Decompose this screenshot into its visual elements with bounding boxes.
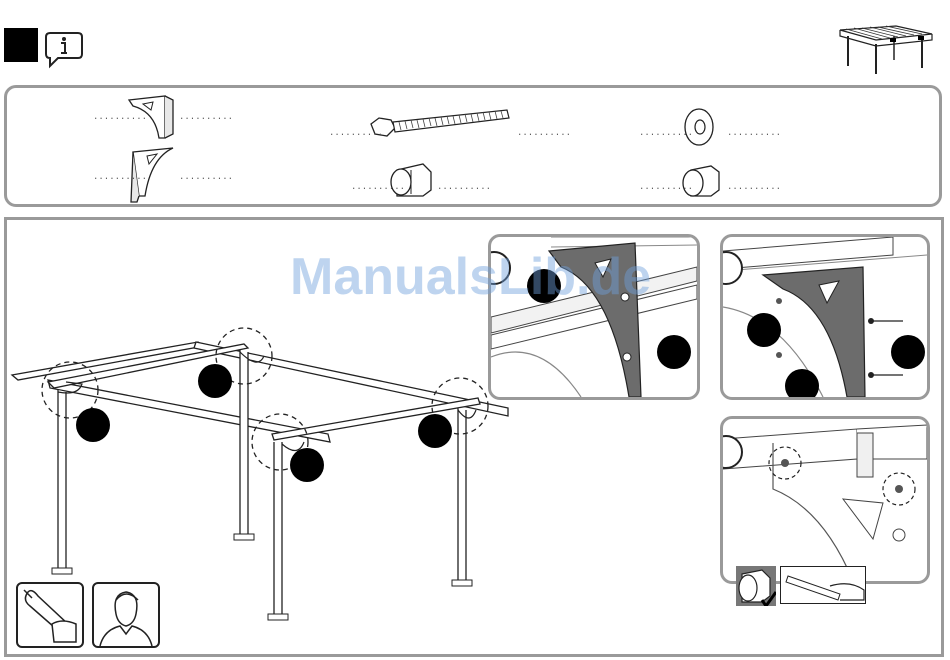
nut-small-part <box>679 162 723 200</box>
parts-panel: .......... .......... .......... .......… <box>4 85 942 207</box>
detail-nut-position <box>720 416 930 584</box>
bolt-reference-image <box>780 566 866 604</box>
callout-marker <box>76 408 110 442</box>
callout-marker <box>198 364 232 398</box>
callout-marker <box>418 414 452 448</box>
leader-dots: .......... <box>517 128 571 138</box>
washer-part <box>681 106 717 148</box>
callout-marker <box>891 335 925 369</box>
leader-dots: .......... <box>93 172 147 182</box>
detail-bracket-bolts <box>720 234 930 400</box>
leader-dots: .......... <box>639 128 693 138</box>
leader-dots: .......... <box>727 182 781 192</box>
leader-dots: .......... <box>179 172 233 182</box>
info-speech-bubble-icon <box>44 30 84 70</box>
step-number-square <box>4 28 38 62</box>
callout-marker <box>747 313 781 347</box>
leader-dots: .......... <box>93 112 147 122</box>
long-bolt-part <box>367 108 515 144</box>
leader-dots: .......... <box>639 182 693 192</box>
leader-dots: .......... <box>727 128 781 138</box>
callout-marker <box>657 335 691 369</box>
nut-large-part <box>387 160 435 200</box>
callout-marker <box>290 448 324 482</box>
pergola-thumbnail <box>836 16 936 78</box>
leader-dots: .......... <box>179 112 233 122</box>
person-icon <box>92 582 160 648</box>
check-icon <box>736 566 776 606</box>
leader-dots: .......... <box>351 182 405 192</box>
leader-dots: .......... <box>329 128 383 138</box>
callout-marker <box>785 369 819 400</box>
watermark-text: ManualsLib.de <box>290 247 651 307</box>
leader-dots: .......... <box>437 182 491 192</box>
wrench-hand-icon <box>16 582 84 648</box>
